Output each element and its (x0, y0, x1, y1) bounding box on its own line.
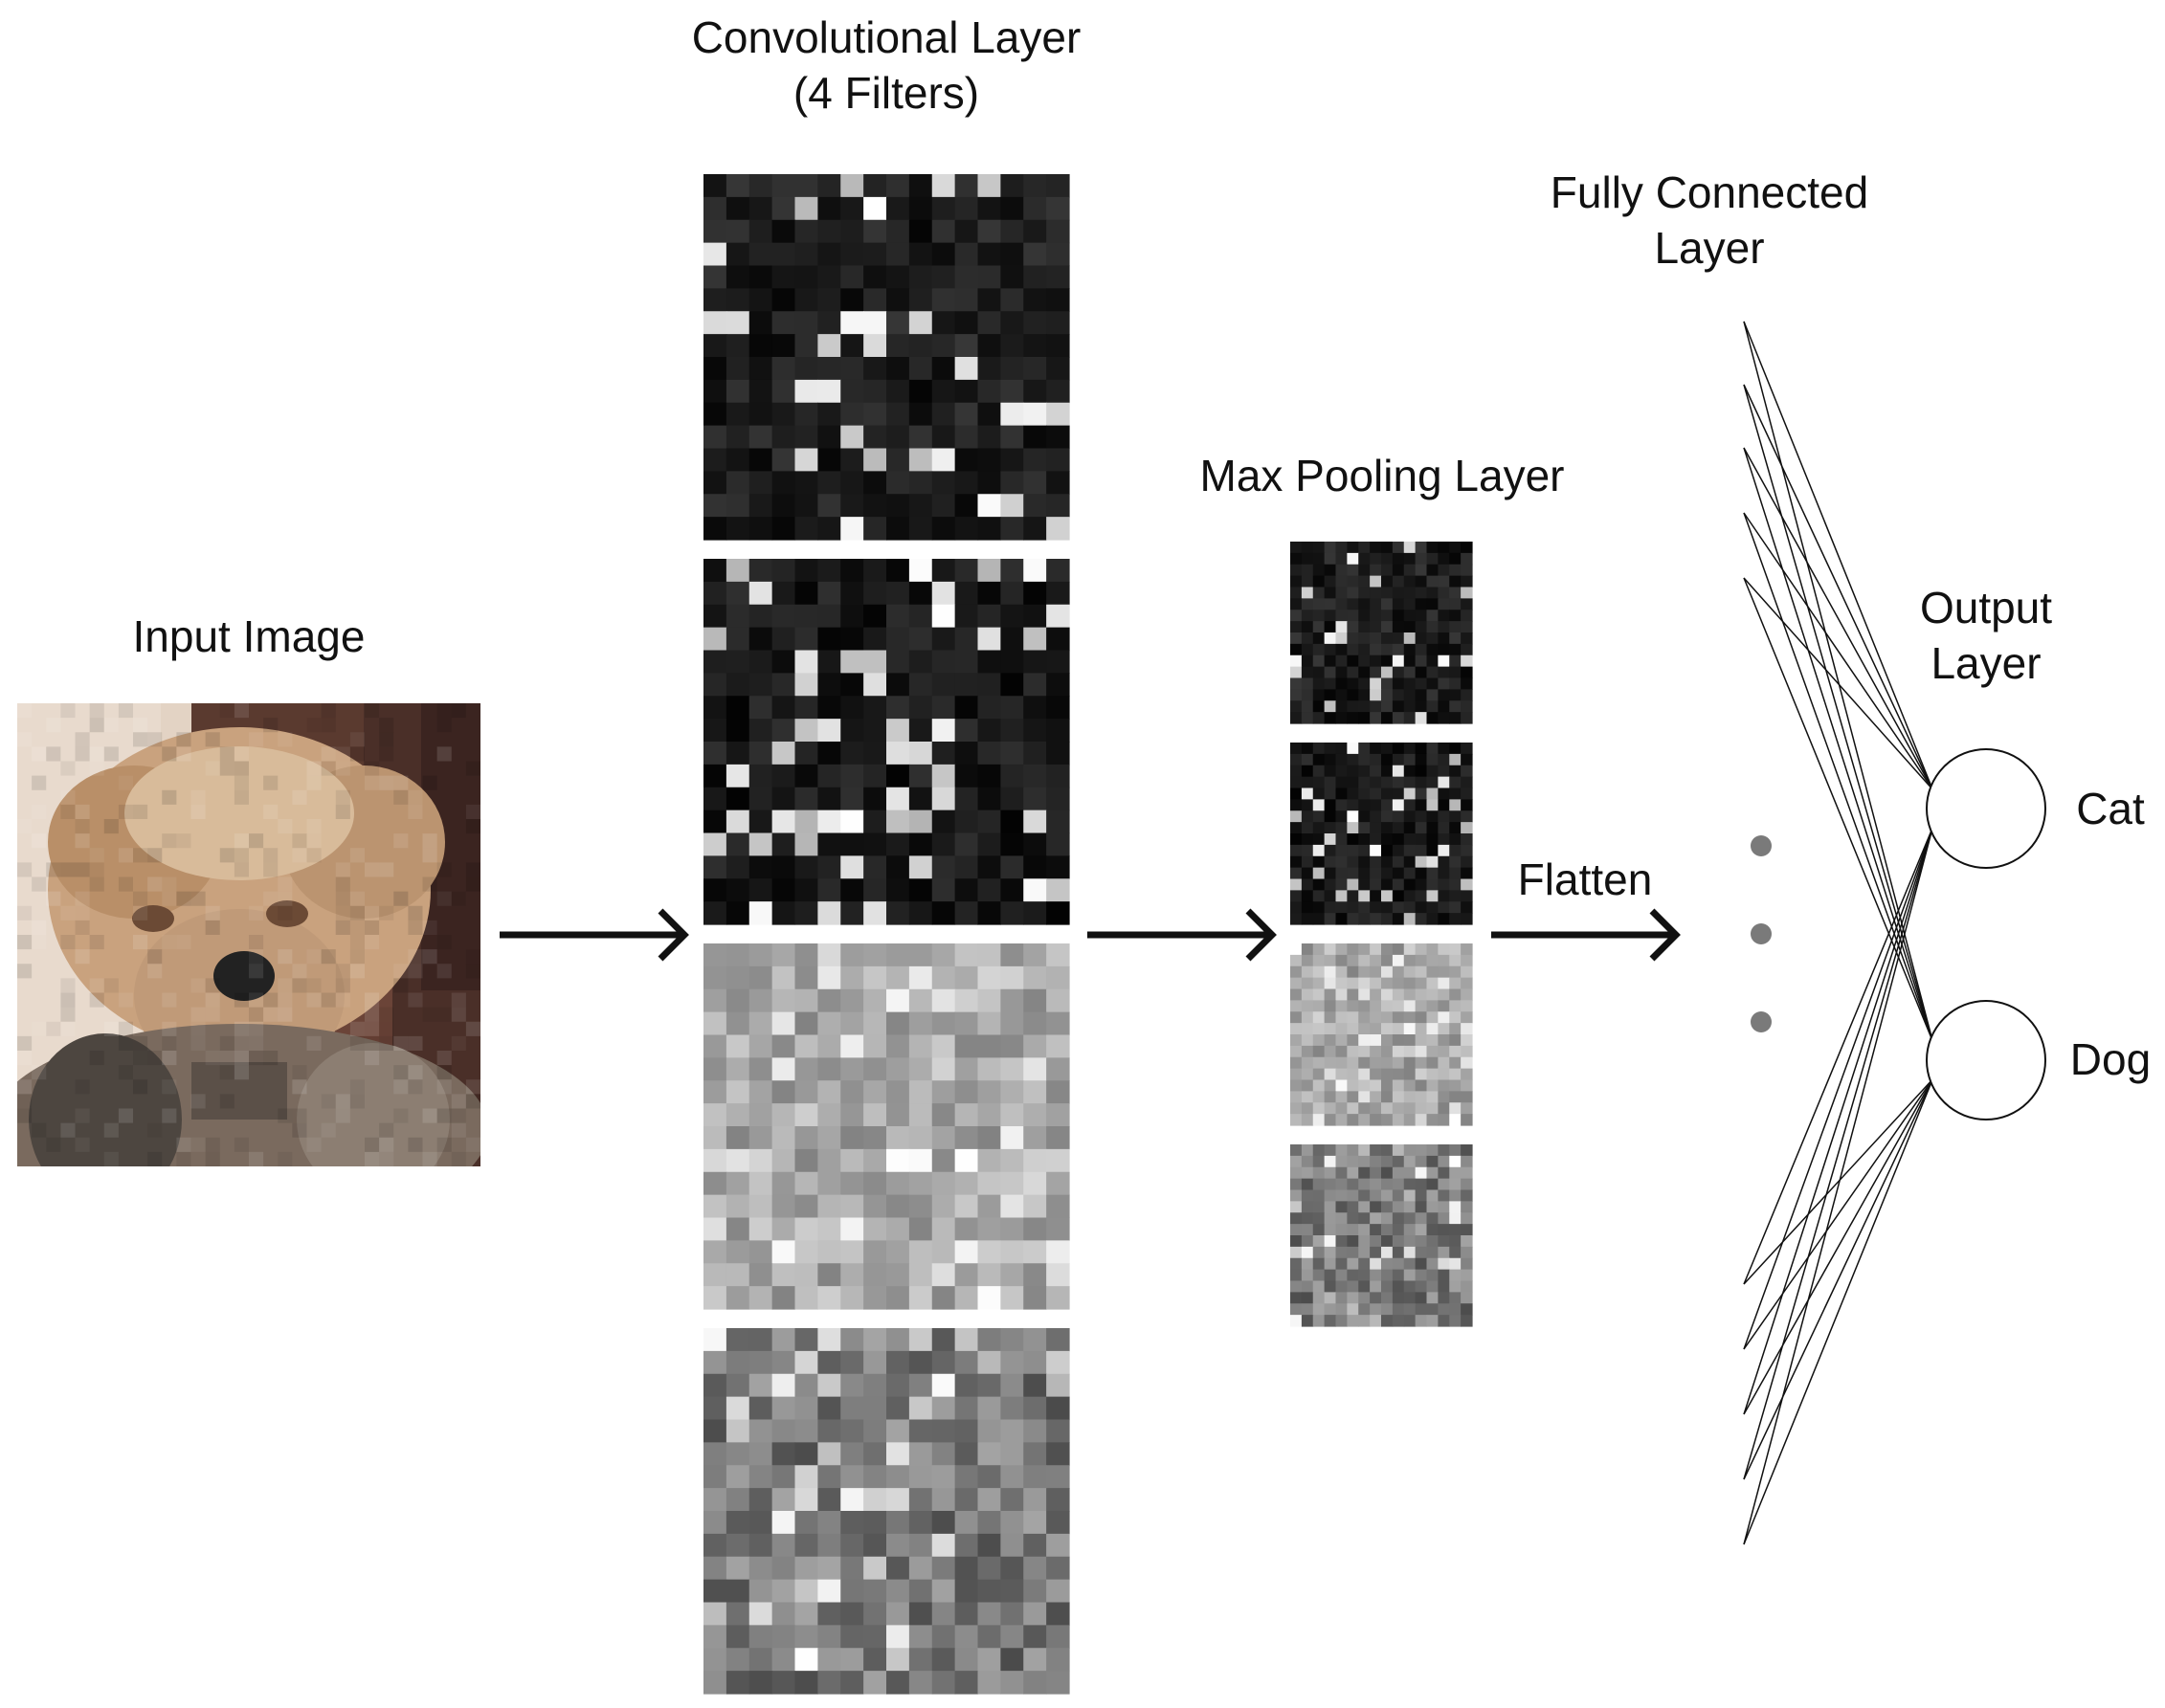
ellipsis-dot (1751, 1011, 1772, 1032)
pool-feature-map-3 (1290, 943, 1473, 1126)
convolutional-layer-subtitle: (4 Filters) (599, 65, 1173, 121)
arrow-input-to-conv (500, 911, 684, 959)
arrow-flatten (1491, 911, 1676, 959)
edge (1744, 448, 1932, 1041)
class-label-cat: Cat (2058, 781, 2163, 836)
fully-connected-title: Fully Connected (1518, 165, 1901, 220)
max-pooling-feature-maps (1290, 542, 1473, 1327)
class-label-dog: Dog (2058, 1031, 2163, 1087)
edge (1744, 1079, 1932, 1479)
output-layer-label: Output Layer (1842, 580, 2130, 691)
output-node-cat (1927, 749, 2045, 868)
fully-connected-edges (1744, 322, 1932, 1544)
conv-feature-map-3 (703, 943, 1070, 1310)
pool-feature-map-4 (1290, 1144, 1473, 1327)
pool-feature-map-1 (1290, 542, 1473, 724)
edge (1744, 385, 1932, 1041)
conv-feature-map-4 (703, 1328, 1070, 1695)
conv-feature-map-1 (703, 174, 1070, 541)
flatten-label: Flatten (1489, 852, 1681, 907)
output-node-dog (1927, 1001, 2045, 1120)
edge (1744, 828, 1932, 1544)
fully-connected-subtitle: Layer (1518, 220, 1901, 276)
convolutional-layer-title: Convolutional Layer (599, 10, 1173, 65)
edge (1744, 1079, 1932, 1544)
ellipsis-dot (1751, 835, 1772, 856)
fully-connected-layer-label: Fully Connected Layer (1518, 165, 1901, 276)
edge (1744, 1079, 1932, 1284)
edge (1744, 828, 1932, 1284)
max-pooling-layer-label: Max Pooling Layer (1143, 448, 1621, 503)
edge (1744, 1079, 1932, 1414)
conv-feature-map-2 (703, 559, 1070, 925)
ellipsis-dot (1751, 923, 1772, 944)
convolutional-layer-label: Convolutional Layer (4 Filters) (599, 10, 1173, 121)
input-image-label: Input Image (57, 609, 440, 664)
convolutional-feature-maps (703, 174, 1070, 1695)
output-layer-title: Output (1842, 580, 2130, 635)
edge (1744, 828, 1932, 1479)
output-layer-subtitle: Layer (1842, 635, 2130, 691)
ellipsis-dots (1751, 835, 1772, 1032)
edge (1744, 828, 1932, 1349)
input-image (0, 703, 488, 1234)
pool-feature-map-2 (1290, 743, 1473, 925)
arrow-conv-to-pool (1087, 911, 1272, 959)
